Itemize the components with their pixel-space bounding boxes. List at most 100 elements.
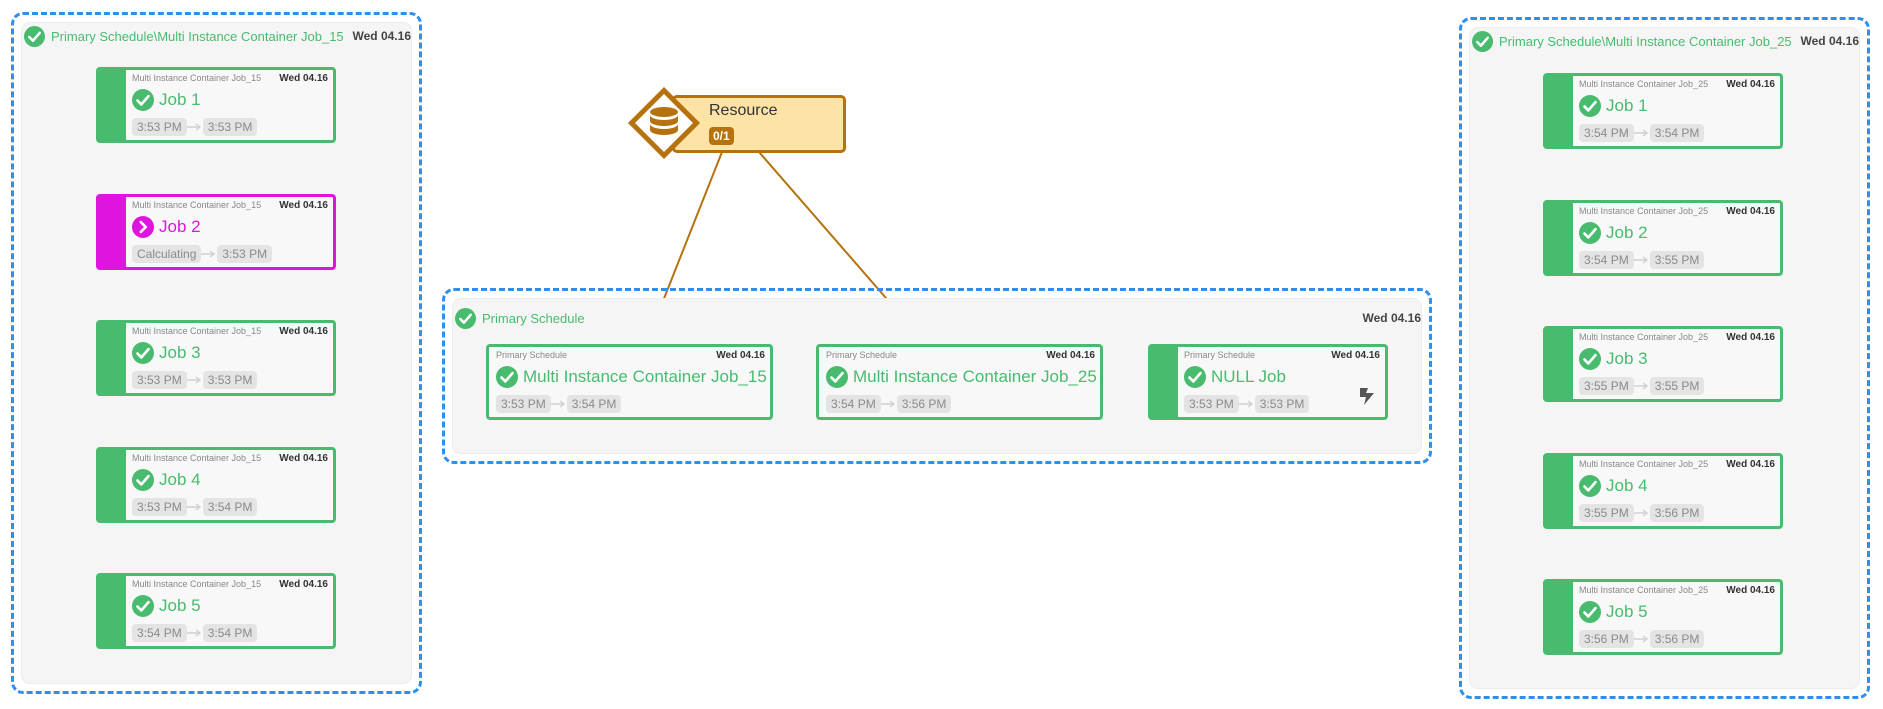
status-stripe bbox=[1151, 347, 1178, 417]
status-stripe bbox=[1546, 76, 1573, 146]
resource-node[interactable]: Resource 0/1 bbox=[672, 95, 846, 153]
job-node-job15-job2[interactable]: Multi Instance Container Job_15 Wed 04.1… bbox=[96, 194, 336, 270]
status-stripe bbox=[99, 197, 126, 267]
job-node-job15-job5[interactable]: Multi Instance Container Job_15 Wed 04.1… bbox=[96, 573, 336, 649]
start-time: 3:53 PM bbox=[132, 498, 187, 516]
container-title: Primary Schedule\Multi Instance Containe… bbox=[51, 28, 344, 44]
job-parent: Primary Schedule bbox=[496, 350, 568, 360]
job-name: Job 4 bbox=[159, 470, 201, 489]
job-times: 3:55 PM 3:55 PM bbox=[1579, 377, 1705, 395]
job-name: Job 2 bbox=[1606, 223, 1648, 242]
job-parent: Multi Instance Container Job_25 bbox=[1579, 459, 1709, 469]
start-time: 3:53 PM bbox=[496, 395, 551, 413]
check-icon bbox=[826, 366, 848, 388]
arrow-right-icon bbox=[1633, 634, 1650, 644]
job-date: Wed 04.16 bbox=[1726, 459, 1775, 470]
job-node-job15-job3[interactable]: Multi Instance Container Job_15 Wed 04.1… bbox=[96, 320, 336, 396]
end-time: 3:53 PM bbox=[1254, 395, 1310, 413]
end-time: 3:55 PM bbox=[1649, 377, 1705, 395]
status-stripe bbox=[99, 576, 126, 646]
check-icon bbox=[1472, 30, 1493, 52]
container-date: Wed 04.16 bbox=[1362, 311, 1421, 325]
job-parent: Multi Instance Container Job_15 bbox=[132, 453, 262, 463]
container-job25-header: Primary Schedule\Multi Instance Containe… bbox=[1472, 28, 1859, 54]
status-stripe bbox=[1546, 582, 1573, 652]
start-time: 3:54 PM bbox=[826, 395, 881, 413]
status-stripe bbox=[99, 70, 126, 140]
end-time: 3:54 PM bbox=[1649, 124, 1705, 142]
check-icon bbox=[24, 25, 45, 47]
job-node-null-job[interactable]: Primary Schedule Wed 04.16 NULL Job 3:53… bbox=[1148, 344, 1388, 420]
job-parent: Multi Instance Container Job_25 bbox=[1579, 332, 1709, 342]
check-icon bbox=[1579, 348, 1601, 370]
job-times: 3:53 PM 3:54 PM bbox=[132, 498, 258, 516]
job-node-container-job25[interactable]: Primary Schedule Wed 04.16 Multi Instanc… bbox=[816, 344, 1103, 420]
check-icon bbox=[1184, 366, 1206, 388]
container-job15-header: Primary Schedule\Multi Instance Containe… bbox=[24, 23, 411, 49]
job-times: 3:54 PM 3:54 PM bbox=[132, 624, 258, 642]
resource-diamond-icon[interactable] bbox=[624, 83, 704, 163]
end-time: 3:56 PM bbox=[896, 395, 952, 413]
arrow-right-icon bbox=[1633, 128, 1650, 138]
start-time: 3:55 PM bbox=[1579, 504, 1634, 522]
check-icon bbox=[1579, 601, 1601, 623]
lightning-bolt-icon bbox=[1357, 386, 1377, 411]
job-name: Job 5 bbox=[159, 596, 201, 615]
job-node-job25-job1[interactable]: Multi Instance Container Job_25 Wed 04.1… bbox=[1543, 73, 1783, 149]
arrow-right-icon bbox=[550, 399, 567, 409]
container-primary-header: Primary Schedule Wed 04.16 bbox=[455, 305, 1421, 331]
job-date: Wed 04.16 bbox=[279, 579, 328, 590]
job-node-job25-job2[interactable]: Multi Instance Container Job_25 Wed 04.1… bbox=[1543, 200, 1783, 276]
job-date: Wed 04.16 bbox=[1726, 79, 1775, 90]
arrow-right-icon bbox=[1633, 255, 1650, 265]
job-node-job15-job1[interactable]: Multi Instance Container Job_15 Wed 04.1… bbox=[96, 67, 336, 143]
job-node-container-job15[interactable]: Primary Schedule Wed 04.16 Multi Instanc… bbox=[486, 344, 773, 420]
arrow-right-icon bbox=[186, 502, 203, 512]
resource-name: Resource bbox=[709, 102, 778, 119]
end-time: 3:56 PM bbox=[1649, 630, 1705, 648]
end-time: 3:54 PM bbox=[202, 498, 258, 516]
container-title: Primary Schedule\Multi Instance Containe… bbox=[1499, 33, 1792, 49]
job-times: 3:56 PM 3:56 PM bbox=[1579, 630, 1705, 648]
job-parent: Primary Schedule bbox=[826, 350, 898, 360]
job-date: Wed 04.16 bbox=[279, 200, 328, 211]
check-icon bbox=[1579, 222, 1601, 244]
status-stripe bbox=[1546, 456, 1573, 526]
resource-count-badge: 0/1 bbox=[709, 127, 734, 145]
job-date: Wed 04.16 bbox=[1046, 350, 1095, 361]
check-icon bbox=[496, 366, 518, 388]
job-node-job15-job4[interactable]: Multi Instance Container Job_15 Wed 04.1… bbox=[96, 447, 336, 523]
check-icon bbox=[132, 469, 154, 491]
start-time: 3:55 PM bbox=[1579, 377, 1634, 395]
arrow-right-icon bbox=[1633, 381, 1650, 391]
check-icon bbox=[1579, 95, 1601, 117]
job-node-job25-job4[interactable]: Multi Instance Container Job_25 Wed 04.1… bbox=[1543, 453, 1783, 529]
arrow-right-icon bbox=[201, 249, 217, 259]
job-date: Wed 04.16 bbox=[1726, 585, 1775, 596]
container-title: Primary Schedule bbox=[482, 310, 585, 326]
job-name: Multi Instance Container Job_15 bbox=[523, 367, 767, 386]
job-times: 3:54 PM 3:55 PM bbox=[1579, 251, 1705, 269]
start-time: 3:54 PM bbox=[132, 624, 187, 642]
end-time: 3:56 PM bbox=[1649, 504, 1705, 522]
status-stripe bbox=[1546, 203, 1573, 273]
job-date: Wed 04.16 bbox=[279, 326, 328, 337]
arrow-right-icon bbox=[880, 399, 897, 409]
job-node-job25-job5[interactable]: Multi Instance Container Job_25 Wed 04.1… bbox=[1543, 579, 1783, 655]
job-times: 3:53 PM 3:53 PM bbox=[132, 118, 258, 136]
job-parent: Multi Instance Container Job_15 bbox=[132, 200, 262, 210]
end-time: 3:54 PM bbox=[202, 624, 258, 642]
job-name: Multi Instance Container Job_25 bbox=[853, 367, 1097, 386]
job-name: Job 2 bbox=[159, 217, 201, 236]
check-icon bbox=[132, 89, 154, 111]
job-node-job25-job3[interactable]: Multi Instance Container Job_25 Wed 04.1… bbox=[1543, 326, 1783, 402]
start-time: 3:53 PM bbox=[1184, 395, 1239, 413]
end-time: 3:53 PM bbox=[202, 118, 258, 136]
database-icon bbox=[650, 107, 678, 135]
end-time: 3:53 PM bbox=[217, 245, 273, 263]
job-date: Wed 04.16 bbox=[716, 350, 765, 361]
check-icon bbox=[455, 307, 476, 329]
arrow-right-icon bbox=[186, 628, 203, 638]
job-times: 3:53 PM 3:53 PM bbox=[1184, 395, 1310, 413]
check-icon bbox=[132, 342, 154, 364]
